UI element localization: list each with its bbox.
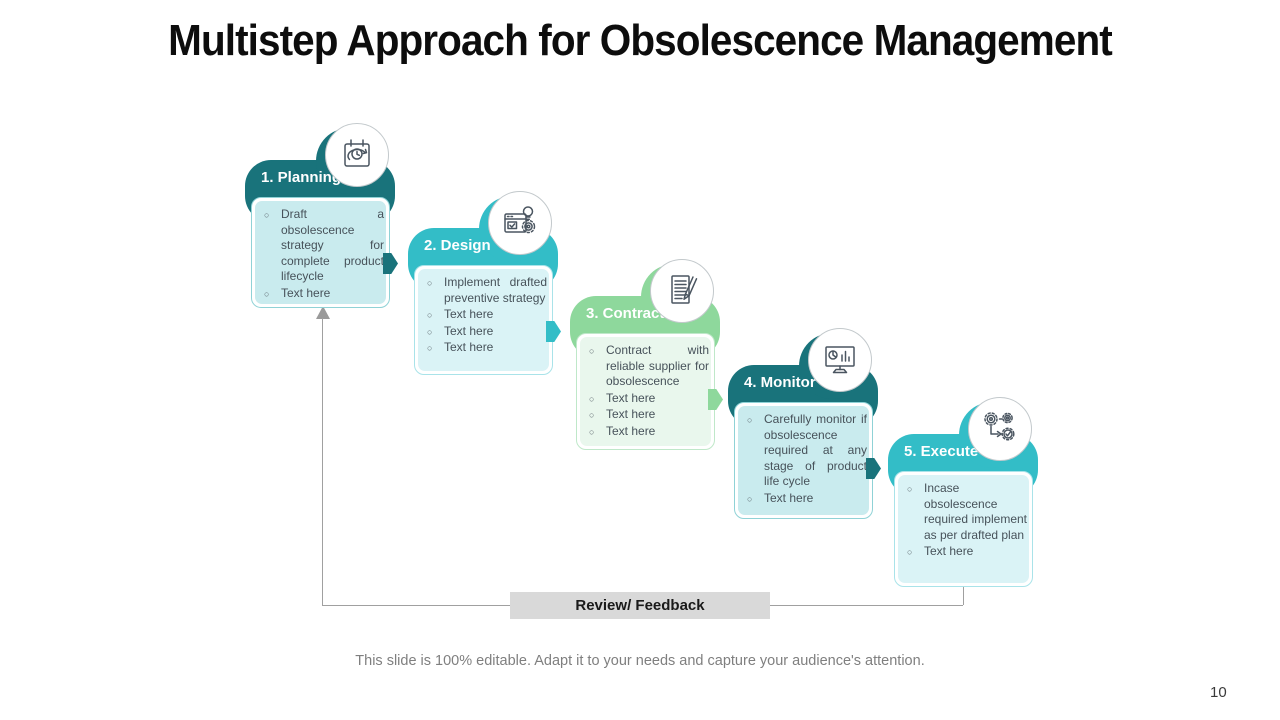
step-monitor: 4. Monitor Carefully monitor if obsolesc…	[728, 328, 881, 525]
step-execute: 5. Execute Incase obsolescence required …	[888, 397, 1038, 594]
gears-process-icon	[968, 397, 1032, 461]
bullet-item: Text here	[418, 340, 547, 356]
step-label: 4. Monitor	[744, 374, 816, 391]
bullet-item: Implement drafted preventive strategy	[418, 275, 547, 306]
next-step-arrow	[708, 389, 723, 410]
next-step-arrow	[383, 253, 398, 274]
step-body: Carefully monitor if obsolescence requir…	[734, 402, 873, 519]
bullet-item: Text here	[898, 544, 1027, 560]
step-label: 5. Execute	[904, 443, 979, 460]
feedback-line-right	[963, 583, 964, 605]
monitor-analytics-icon	[808, 328, 872, 392]
bullet-list: Incase obsolescence required implement a…	[898, 481, 1027, 560]
bullet-item: Incase obsolescence required implement a…	[898, 481, 1027, 543]
page-number: 10	[1210, 684, 1227, 701]
step-design: 2. Design Implement drafted preventive s…	[408, 191, 561, 388]
slide-title: Multistep Approach for Obsolescence Mana…	[168, 16, 1113, 65]
review-feedback-label: Review/ Feedback	[575, 597, 705, 614]
step-label: 2. Design	[424, 237, 491, 254]
next-step-arrow	[866, 458, 881, 479]
feedback-arrow-up-icon	[316, 306, 330, 319]
step-body: Implement drafted preventive strategy Te…	[414, 265, 553, 375]
bullet-item: Contract with reliable supplier for obso…	[580, 343, 709, 390]
editable-note: This slide is 100% editable. Adapt it to…	[355, 653, 925, 669]
calendar-clock-icon	[325, 123, 389, 187]
feedback-line-left	[322, 318, 323, 605]
bullet-item: Text here	[580, 424, 709, 440]
step-label: 3. Contract	[586, 305, 665, 322]
step-body: Incase obsolescence required implement a…	[894, 471, 1033, 587]
bullet-list: Draft a obsolescence strategy for comple…	[255, 207, 384, 301]
step-body: Contract with reliable supplier for obso…	[576, 333, 715, 450]
bullet-item: Text here	[738, 491, 867, 507]
bullet-list: Contract with reliable supplier for obso…	[580, 343, 709, 439]
bullet-item: Text here	[580, 407, 709, 423]
next-step-arrow	[546, 321, 561, 342]
bullet-list: Carefully monitor if obsolescence requir…	[738, 412, 867, 506]
bullet-item: Carefully monitor if obsolescence requir…	[738, 412, 867, 490]
bullet-item: Text here	[418, 307, 547, 323]
review-feedback-bar: Review/ Feedback	[510, 592, 770, 619]
bullet-item: Text here	[580, 391, 709, 407]
document-pencil-icon	[650, 259, 714, 323]
bullet-item: Text here	[255, 286, 384, 302]
step-planning: 1. Planning Draft a obsolescence strateg…	[245, 123, 398, 320]
step-label: 1. Planning	[261, 169, 342, 186]
bullet-item: Draft a obsolescence strategy for comple…	[255, 207, 384, 285]
bullet-item: Text here	[418, 324, 547, 340]
step-body: Draft a obsolescence strategy for comple…	[251, 197, 390, 308]
bullet-list: Implement drafted preventive strategy Te…	[418, 275, 547, 356]
step-contract: 3. Contract Contract with reliable suppl…	[570, 259, 723, 456]
idea-gear-icon	[488, 191, 552, 255]
